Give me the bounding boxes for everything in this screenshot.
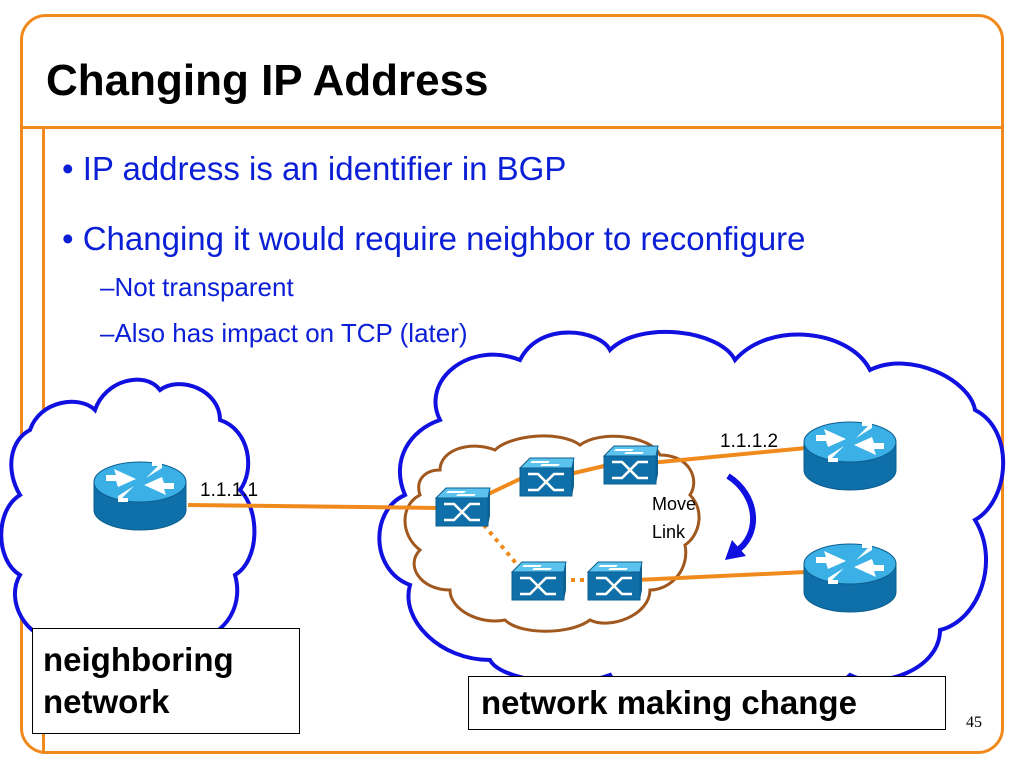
internal-link-2 [569,464,605,476]
neighbor-router-icon [93,461,187,531]
sub-bullet-2: –Also has impact on TCP (later) [100,318,468,348]
ip-label-right: 1.1.1.2 [720,431,778,452]
move-link-label-line2: Link [652,522,686,542]
network-making-change-label: network making change [468,676,946,730]
bullet-2: • Changing it would require neighbor to … [62,220,806,257]
bullet-1: • IP address is an identifier in BGP [62,150,567,187]
ip-label-left: 1.1.1.1 [200,480,258,501]
neighboring-network-label-line1: neighboring [43,641,234,678]
sub-bullet-1: –Not transparent [100,272,294,302]
switch-icon [602,444,660,486]
slide-frame [20,14,1004,754]
neighboring-network-label: neighboring network [32,628,300,734]
switch-icon [586,560,644,602]
edge-switch-icon [434,486,492,528]
router-b-icon [803,543,897,613]
slide-title: Changing IP Address [46,56,489,105]
page-number: 45 [966,714,982,731]
move-link-arrow [726,473,757,555]
title-divider [20,126,1004,129]
switch-icon [518,456,576,498]
neighboring-network-label-line2: network [43,683,170,720]
move-link-arrowhead [725,540,746,560]
router-a-icon [803,421,897,491]
move-link-label-line1: Move [652,494,696,514]
link-to-router-b [635,570,807,582]
inter-network-link [187,503,441,510]
switch-icon [510,560,568,602]
link-to-router-a [649,446,807,465]
